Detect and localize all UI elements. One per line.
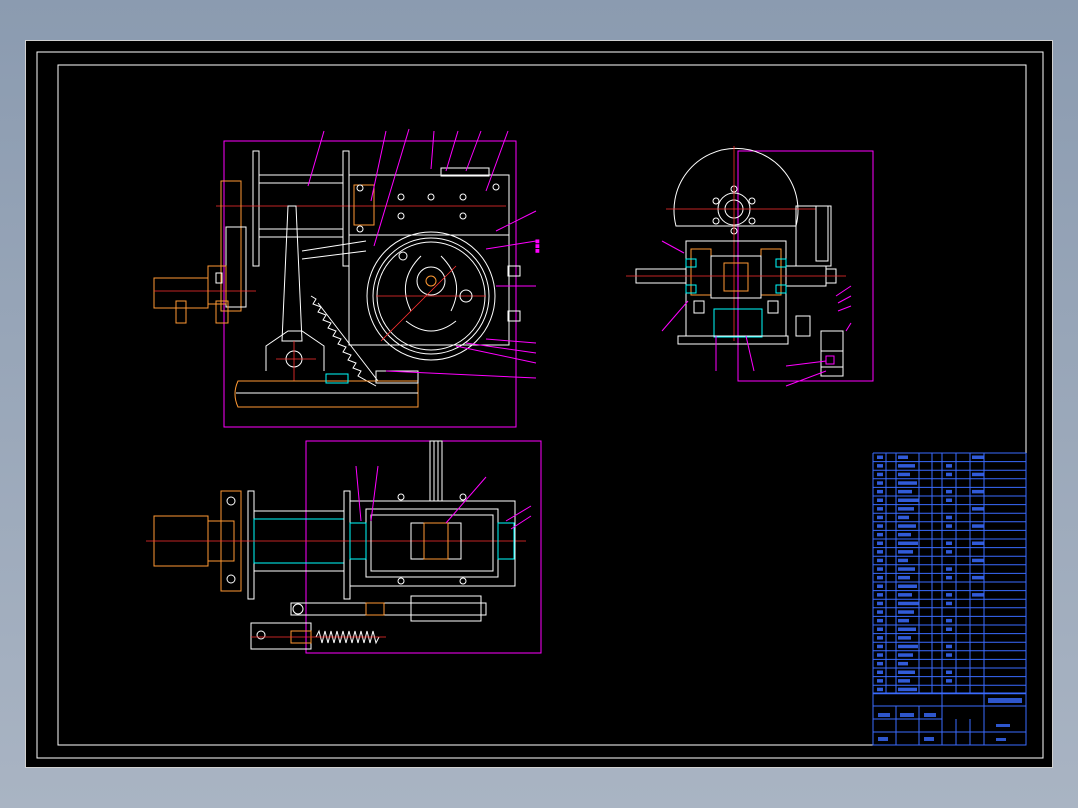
parts-list-table	[872, 452, 1027, 695]
front-view-side-note: ■■■	[534, 239, 540, 253]
front-view-boundary	[223, 140, 517, 428]
cad-drawing-canvas: ■■■	[36, 51, 1044, 759]
side-view-boundary	[737, 150, 874, 382]
front-view: ■■■	[153, 128, 540, 428]
top-view-boundary	[305, 440, 542, 654]
title-block	[872, 692, 1027, 746]
side-view	[626, 146, 874, 387]
inner-border	[57, 64, 1027, 746]
outer-border	[36, 51, 1044, 759]
cad-drawing-viewport[interactable]: ■■■	[25, 40, 1053, 768]
top-view	[146, 440, 542, 654]
